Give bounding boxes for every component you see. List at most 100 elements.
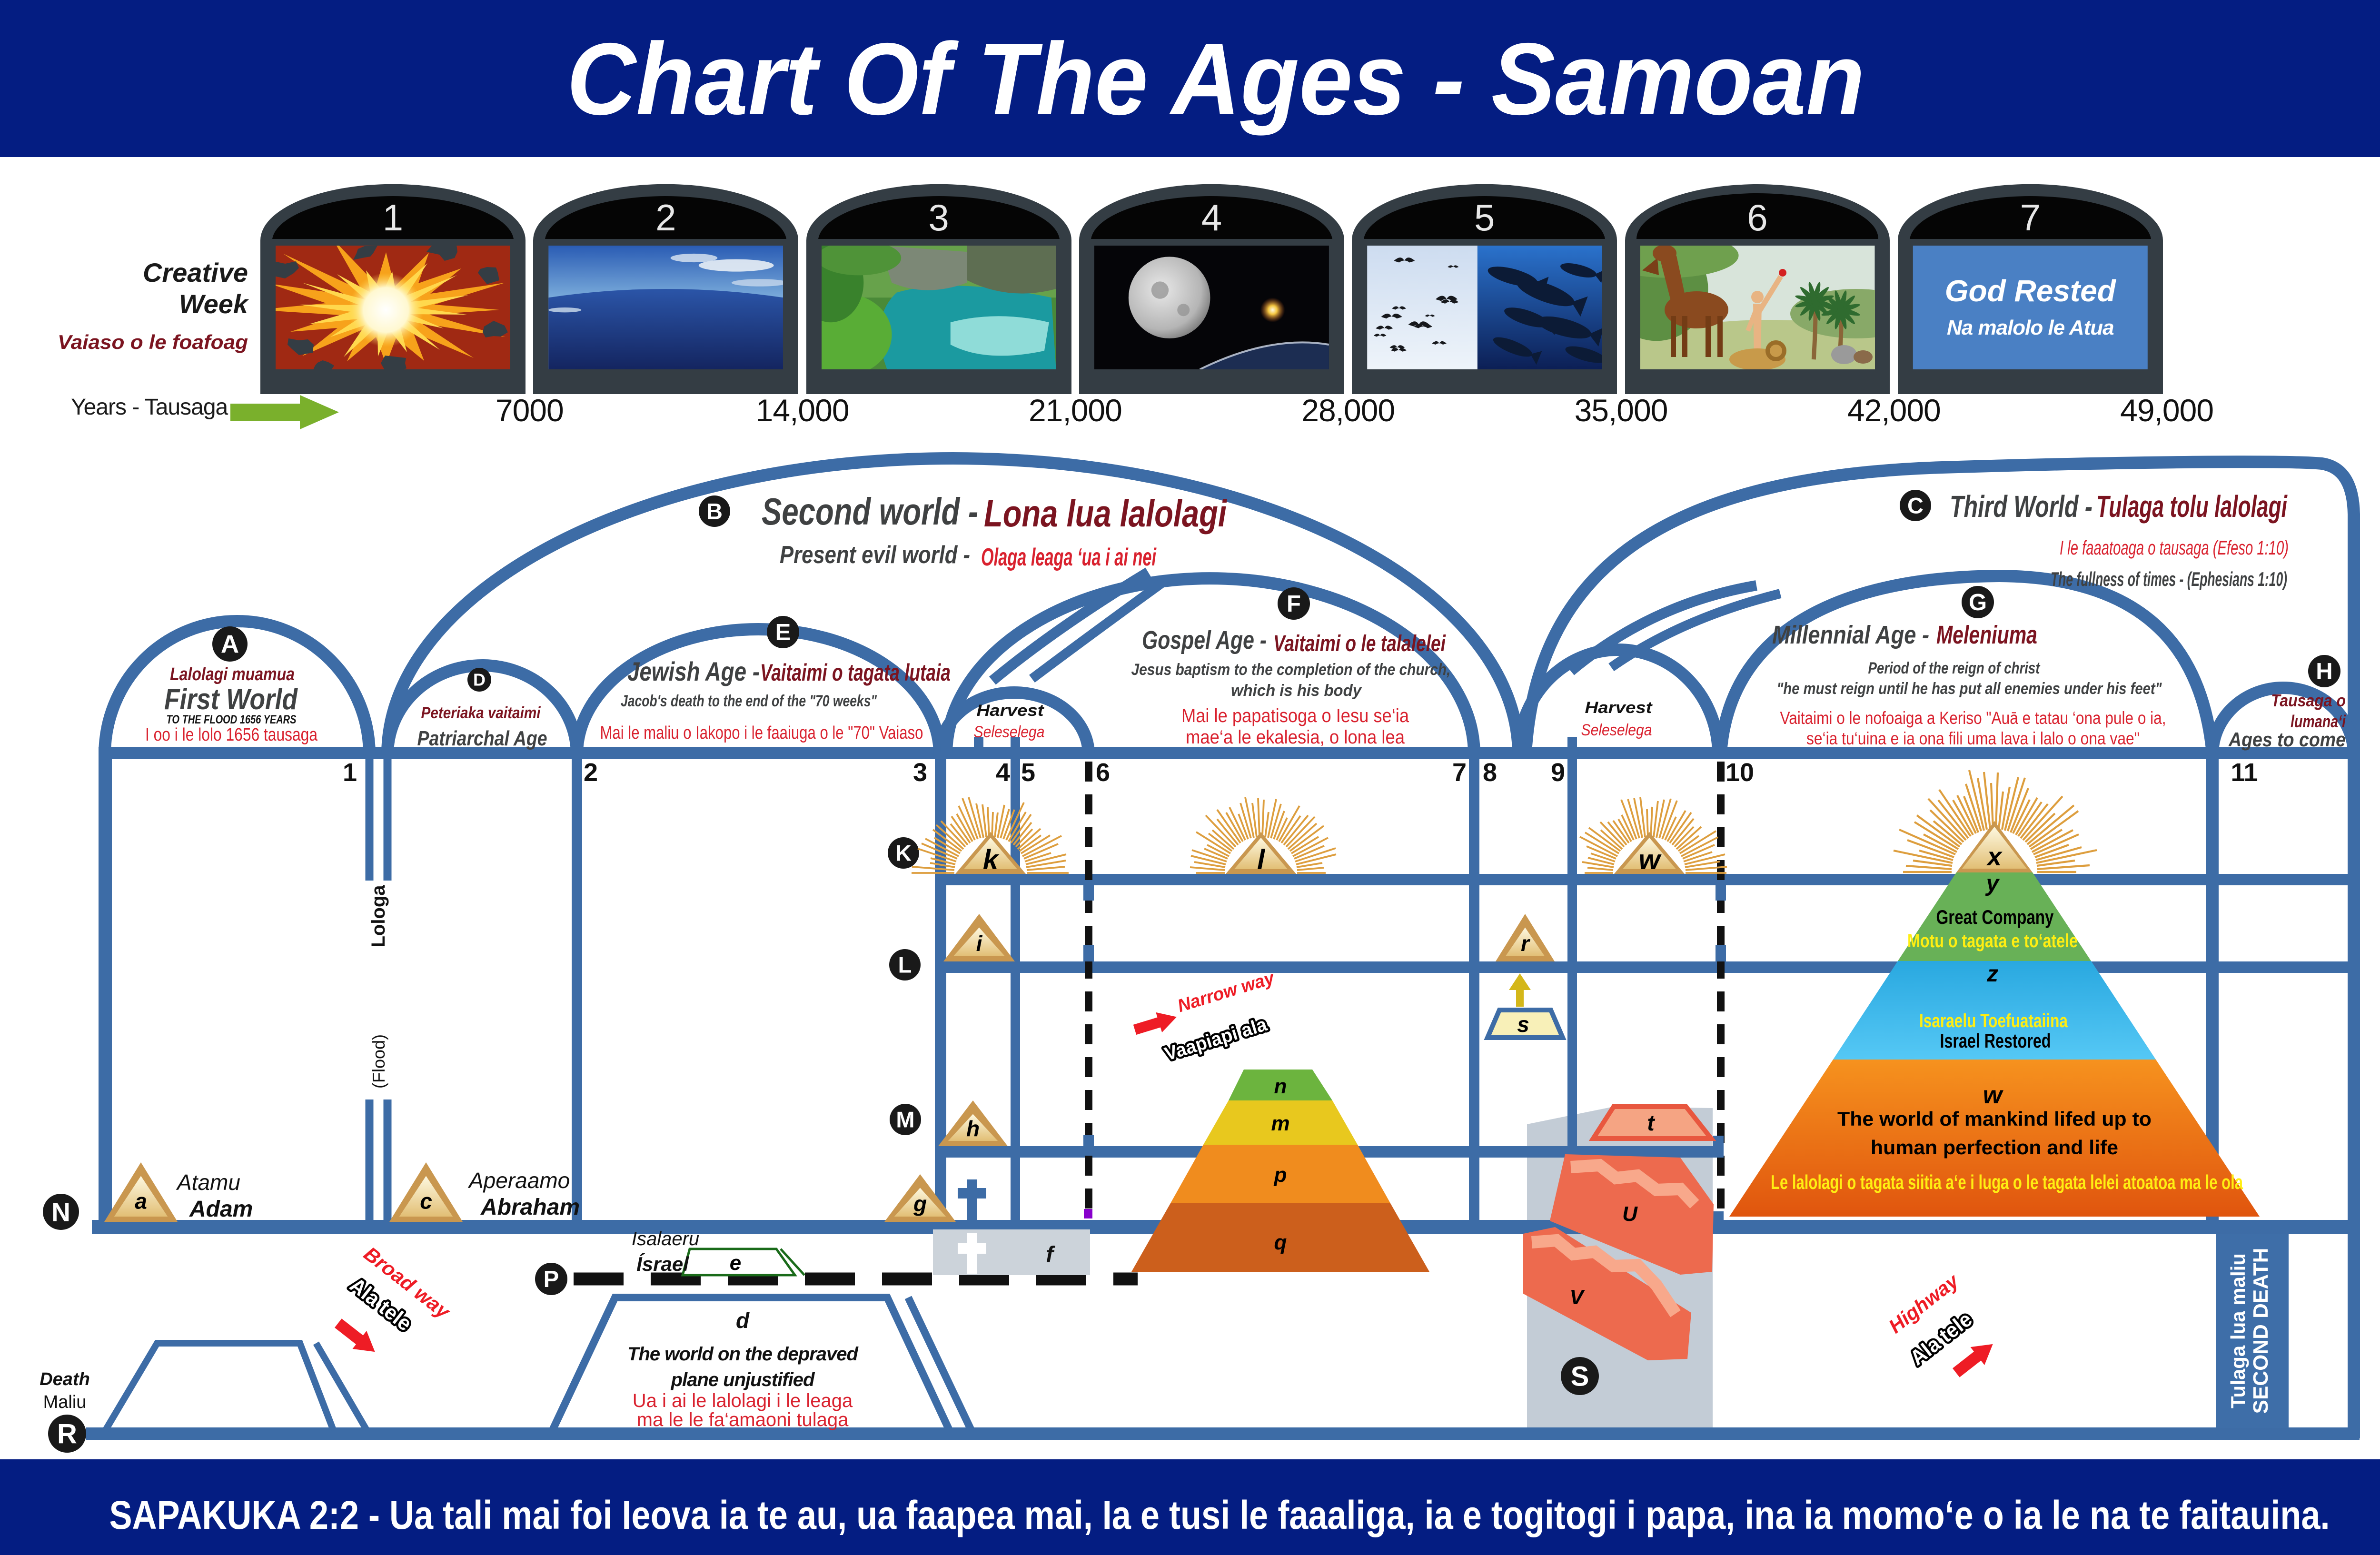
- svg-text:Harvest: Harvest: [977, 702, 1045, 720]
- svg-text:I le faaatoaga o tausaga (Efes: I le faaatoaga o tausaga (Efeso 1:10): [2060, 536, 2289, 559]
- svg-text:Great Company: Great Company: [1936, 906, 2054, 928]
- svg-text:7: 7: [1452, 758, 1467, 787]
- svg-text:Ua i ai le lalolagi i le leaga: Ua i ai le lalolagi i le leaga: [633, 1390, 853, 1411]
- svg-text:14,000: 14,000: [756, 393, 849, 428]
- svg-text:S: S: [1571, 1361, 1589, 1392]
- svg-text:K: K: [895, 840, 912, 865]
- svg-text:6: 6: [1096, 758, 1110, 787]
- svg-text:Israel Restored: Israel Restored: [1940, 1030, 2051, 1052]
- svg-text:Lalolagi muamua: Lalolagi muamua: [170, 664, 295, 684]
- svg-text:Mai le maliu o Iakopo i le faa: Mai le maliu o Iakopo i le faaiuga o le …: [600, 723, 923, 743]
- svg-text:5: 5: [1021, 758, 1035, 787]
- svg-text:Patriarchal Age: Patriarchal Age: [417, 727, 547, 750]
- svg-text:Isaraelu Toefuataiina: Isaraelu Toefuataiina: [1919, 1010, 2068, 1031]
- svg-text:M: M: [896, 1107, 914, 1132]
- svg-text:2: 2: [655, 197, 676, 238]
- svg-text:11: 11: [2231, 758, 2258, 787]
- svg-text:7: 7: [2020, 197, 2041, 238]
- svg-text:TO THE FLOOD 1656 YEARS: TO THE FLOOD 1656 YEARS: [167, 713, 297, 726]
- svg-text:Ísrael: Ísrael: [636, 1253, 689, 1275]
- svg-text:y: y: [1985, 871, 2000, 896]
- svg-text:P: P: [544, 1267, 559, 1292]
- svg-text:49,000: 49,000: [2120, 393, 2213, 428]
- svg-text:x: x: [1986, 842, 2003, 871]
- svg-text:Present evil world -: Present evil world -: [780, 541, 970, 569]
- svg-text:Chart Of The Ages - Samoan: Chart Of The Ages - Samoan: [567, 21, 1865, 136]
- svg-text:2: 2: [584, 758, 598, 787]
- svg-text:w: w: [1638, 844, 1662, 875]
- svg-text:L: L: [898, 952, 912, 977]
- svg-text:Peteriaka vaitaimi: Peteriaka vaitaimi: [421, 704, 541, 722]
- svg-text:Jacob's death to the end of th: Jacob's death to the end of the "70 week…: [621, 692, 877, 710]
- svg-text:t: t: [1647, 1110, 1655, 1135]
- svg-text:4: 4: [996, 758, 1010, 787]
- svg-text:Years - Tausaga: Years - Tausaga: [71, 395, 228, 420]
- svg-text:d: d: [736, 1308, 750, 1333]
- svg-text:Tulaga tolu lalolagi: Tulaga tolu lalolagi: [2096, 489, 2288, 524]
- svg-text:SAPAKUKA 2:2 - Ua tali mai foi: SAPAKUKA 2:2 - Ua tali mai foi Ieova ia …: [109, 1493, 2330, 1537]
- svg-text:plane unjustified: plane unjustified: [671, 1369, 815, 1390]
- svg-text:Millennial Age -: Millennial Age -: [1772, 621, 1929, 649]
- svg-text:Week: Week: [179, 289, 249, 319]
- svg-text:z: z: [1986, 961, 1998, 987]
- svg-text:U: U: [1622, 1202, 1638, 1226]
- svg-text:Tulaga lua maliu: Tulaga lua maliu: [2227, 1253, 2249, 1408]
- svg-text:G: G: [1969, 590, 1987, 615]
- svg-text:Olaga leaga ‘ua i ai nei: Olaga leaga ‘ua i ai nei: [981, 544, 1157, 571]
- svg-text:H: H: [2316, 659, 2332, 684]
- svg-text:Meleniuma: Meleniuma: [1936, 621, 2037, 649]
- svg-text:"he must reign until he has pu: "he must reign until he has put all enem…: [1777, 680, 2162, 698]
- svg-text:Le lalolagi o tagata siitia a‘: Le lalolagi o tagata siitia a‘e i luga o…: [1771, 1171, 2243, 1193]
- svg-text:Aperaamo: Aperaamo: [467, 1168, 570, 1193]
- svg-text:Mai le papatisoga o Iesu se‘ia: Mai le papatisoga o Iesu se‘ia: [1181, 705, 1409, 726]
- svg-text:m: m: [1271, 1112, 1289, 1135]
- svg-text:3: 3: [913, 758, 927, 787]
- svg-text:human perfection and life: human perfection and life: [1871, 1136, 2118, 1159]
- svg-text:g: g: [913, 1191, 927, 1216]
- svg-text:lumana‘i: lumana‘i: [2291, 712, 2346, 731]
- svg-text:C: C: [1907, 493, 1924, 518]
- svg-text:E: E: [775, 620, 791, 645]
- svg-text:1: 1: [343, 758, 357, 787]
- svg-text:1: 1: [383, 197, 403, 238]
- svg-text:Vaitaimi o le talalelei: Vaitaimi o le talalelei: [1273, 631, 1446, 656]
- svg-text:F: F: [1287, 591, 1301, 617]
- svg-text:A: A: [221, 631, 239, 659]
- svg-text:Death: Death: [40, 1369, 90, 1389]
- svg-text:Seleselega: Seleselega: [974, 723, 1045, 741]
- svg-text:(Flood): (Flood): [369, 1034, 388, 1089]
- svg-text:Jesus baptism to the completio: Jesus baptism to the completion of the c…: [1131, 661, 1451, 679]
- svg-text:Atamu: Atamu: [176, 1170, 240, 1195]
- svg-text:I oo i le lolo 1656 tausaga: I oo i le lolo 1656 tausaga: [145, 725, 318, 745]
- svg-text:Jewish Age -: Jewish Age -: [627, 656, 760, 686]
- svg-text:Period of the reign of christ: Period of the reign of christ: [1868, 659, 2041, 677]
- svg-text:Abraham: Abraham: [480, 1195, 580, 1220]
- svg-text:Ages to come: Ages to come: [2228, 728, 2346, 751]
- svg-text:n: n: [1274, 1075, 1287, 1098]
- svg-text:s: s: [1517, 1012, 1529, 1037]
- svg-text:Tausaga o: Tausaga o: [2271, 691, 2346, 710]
- svg-text:4: 4: [1201, 197, 1222, 238]
- svg-text:f: f: [1046, 1242, 1055, 1268]
- svg-text:l: l: [1257, 844, 1266, 875]
- svg-text:10: 10: [1726, 758, 1754, 787]
- svg-text:h: h: [966, 1116, 980, 1141]
- svg-text:mae‘a le ekalesia, o lona lea: mae‘a le ekalesia, o lona lea: [1186, 727, 1405, 748]
- svg-text:q: q: [1274, 1231, 1287, 1254]
- svg-text:a: a: [135, 1189, 147, 1214]
- svg-text:Creative: Creative: [143, 258, 248, 287]
- svg-text:R: R: [57, 1418, 77, 1449]
- svg-text:Gospel Age -: Gospel Age -: [1142, 626, 1267, 654]
- svg-text:se‘ia tu‘uina e ia ona fili um: se‘ia tu‘uina e ia ona fili uma lava i l…: [1806, 729, 2140, 748]
- svg-text:Na malolo le Atua: Na malolo le Atua: [1947, 316, 2114, 339]
- svg-text:The world on the depraved: The world on the depraved: [627, 1344, 859, 1365]
- svg-text:Lona lua lalolagi: Lona lua lalolagi: [984, 492, 1227, 535]
- svg-text:Lologa: Lologa: [368, 885, 389, 948]
- svg-text:Vaiaso o le foafoag: Vaiaso o le foafoag: [58, 331, 248, 353]
- svg-text:Isalaeru: Isalaeru: [632, 1228, 699, 1249]
- svg-text:Third World -: Third World -: [1950, 489, 2092, 524]
- svg-text:First World: First World: [164, 683, 298, 716]
- svg-text:5: 5: [1474, 197, 1495, 238]
- svg-text:i: i: [976, 931, 983, 956]
- svg-text:which is his body: which is his body: [1231, 682, 1362, 700]
